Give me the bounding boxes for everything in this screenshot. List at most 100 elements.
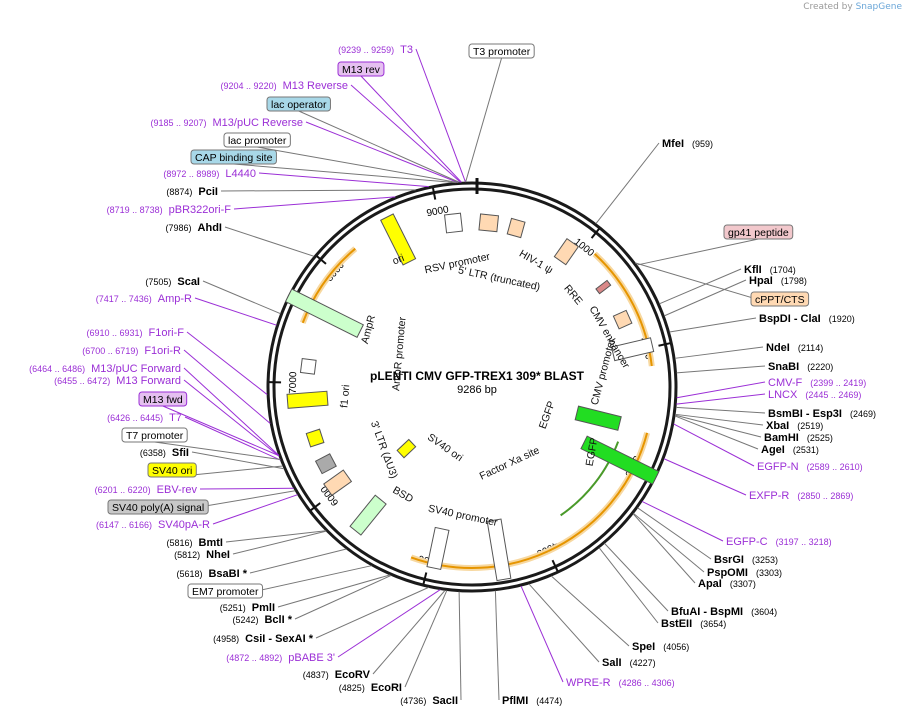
leader-line [305,121,459,183]
site-bamhi: BamHI [764,432,799,444]
label-f1-ori: f1 ori [338,384,352,408]
ampr-arrow [284,288,365,339]
label-ampr: AmpR [359,313,378,345]
site-bcli: BclI * [264,614,292,626]
ltr3-block [323,469,353,497]
leader-line [659,268,742,305]
leader-line [212,494,298,525]
leader-line [675,413,764,426]
bsd-arrow [349,494,387,536]
label-egfp-inner: EGFP [537,400,558,431]
leader-line [350,84,461,183]
leader-line [632,513,696,584]
tick-mark [310,502,321,512]
leader-line [315,586,429,639]
leader-line [550,575,630,647]
polya-block [314,453,337,475]
primer-t3-pos: (9239 .. 9259) [338,45,394,55]
primer-wpre-r: WPRE-R [566,677,611,689]
leader-line [465,57,503,183]
primer-m13-reverse-pos: (9204 .. 9220) [221,81,277,91]
site-kfli-pos: (1704) [770,265,796,275]
label-sv40-promoter: SV40 promoter [427,503,499,530]
site-pflmi-pos: (4474) [536,696,562,706]
leader-line [673,423,755,467]
plasmid-name: pLENTI CMV GFP-TREX1 309* BLAST [370,369,585,383]
site-sacii: SacII [432,695,458,707]
leader-line [675,406,766,414]
site-mfei: MfeI [662,138,684,150]
primer-ebv-rev-pos: (6201 .. 6220) [95,485,151,495]
tick-mark [590,228,600,239]
leader-line [674,346,764,359]
site-pcii-pos: (8874) [166,187,192,197]
f1-ori-arrow [286,390,329,409]
site-sacii-pos: (4736) [400,696,426,706]
leader-line [676,365,766,374]
leader-line [257,146,458,184]
leader-line [360,75,462,183]
site-pflmi: PflMI [502,695,528,707]
box-lac-operator [266,96,331,112]
leader-line [595,142,660,224]
site-sali: SalI [602,657,622,669]
primer-l4440-pos: (8972 .. 8989) [163,169,219,179]
label-ori: ori [391,252,406,267]
site-scai-pos: (7505) [145,277,171,287]
site-bsmbi-esp3i-pos: (2469) [850,409,876,419]
primer-exfp-r: EXFP-R [749,490,789,502]
primer-m13-forward-pos: (6455 .. 6472) [54,376,110,386]
primer-egfp-n-pos: (2589 .. 2610) [807,462,863,472]
primer-pbr322ori-f: pBR322ori-F [169,204,232,216]
box-cap-binding-site [190,149,277,165]
box-gp41-peptide [723,224,794,240]
label-factor-xa: Factor Xa site [478,444,542,482]
primer-sv40pa-r: SV40pA-R [158,519,210,531]
primer-lncx-pos: (2445 .. 2469) [805,390,861,400]
tick-label: 9000 [426,204,450,219]
leader-line [154,441,281,461]
site-apai-pos: (3307) [730,579,756,589]
site-apai: ApaI [698,578,722,590]
site-sali-pos: (4227) [630,658,656,668]
leader-line [676,381,766,399]
primer-egfp-c-pos: (3197 .. 3218) [776,537,832,547]
leader-line [528,583,600,663]
site-agei: AgeI [761,444,785,456]
leader-line [663,458,747,496]
site-snabi: SnaBI [768,361,799,373]
leader-line [604,543,669,612]
primer-pbabe-3-pos: (4872 .. 4892) [226,653,282,663]
primer-m13-puc-reverse: M13/pUC Reverse [213,117,303,129]
leader-line [669,317,757,333]
leader-line [277,574,391,608]
leader-line [194,297,277,326]
site-ecorv-pos: (4837) [303,670,329,680]
label-bsd: BSD [390,484,415,505]
primer-amp-r: Amp-R [158,293,192,305]
site-bsrgi-pos: (3253) [752,555,778,565]
site-pcii: PciI [198,186,218,198]
leader-line [183,349,271,424]
sv40-ori-block [396,438,417,459]
site-ndei: NdeI [766,342,790,354]
leader-line [674,415,759,450]
leader-line [337,589,441,658]
box-t7-promoter [121,427,188,443]
tick-label: 7000 [288,371,300,394]
leader-line [186,331,268,395]
box-t7-promoter-text: T7 promoter [126,430,184,442]
box-cppt-cts [750,291,810,307]
leader-line [520,585,564,683]
sv40-promoter-arrow [426,526,450,571]
site-bamhi-pos: (2525) [807,433,833,443]
site-bsabi: BsaBI * [208,568,247,580]
backbone-inner [272,187,672,587]
label-cmv-promoter: CMV promoter [589,337,618,407]
leader-line [641,501,724,542]
leader-line [404,590,448,688]
box-t3-promoter [468,43,535,59]
leader-line [458,591,462,701]
site-bmti: BmtI [199,537,223,549]
